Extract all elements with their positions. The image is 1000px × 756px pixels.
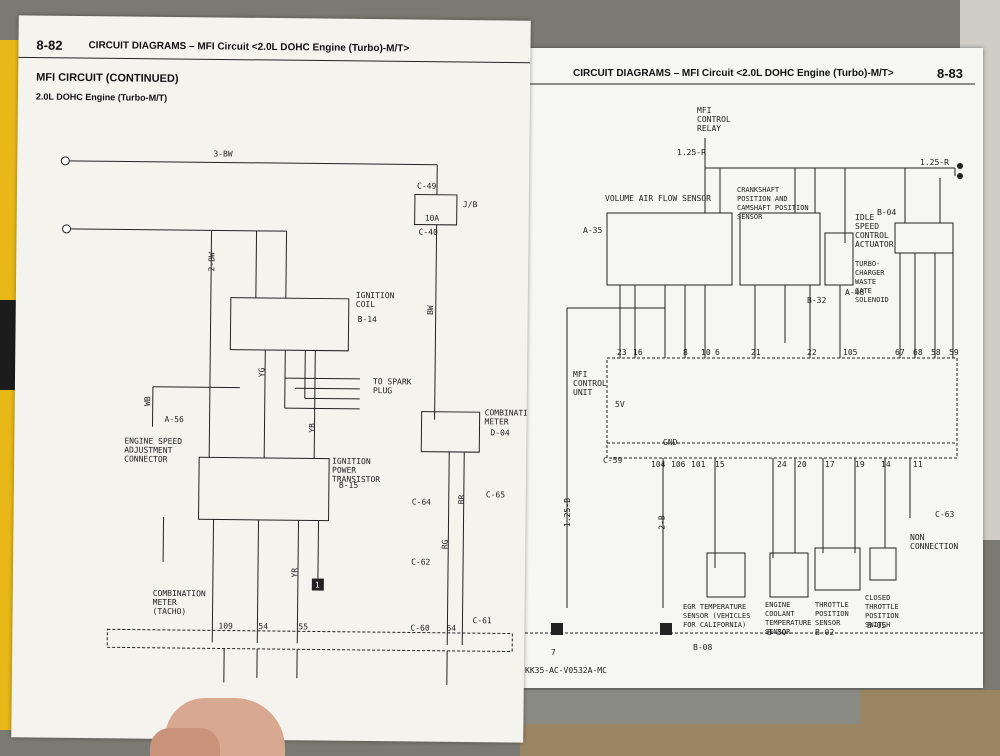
pin-label: 19 [855, 460, 865, 469]
pin-label: 109 [218, 621, 233, 631]
wire-label: 2-BW [207, 252, 217, 272]
pin-label: 11 [913, 460, 923, 469]
connector-a56: A-56 [164, 414, 184, 425]
connector-b05: B-05 [867, 621, 887, 630]
pin-label: 54 [258, 621, 269, 631]
pin-label: 24 [777, 460, 787, 469]
pin-label: 105 [843, 348, 858, 357]
hand-thumb [150, 728, 220, 756]
right-wiring-diagram [515, 83, 983, 635]
ground-ref-1: 1 [314, 580, 320, 590]
connector-c49: C-49 [416, 181, 437, 191]
pin-label: 22 [807, 348, 817, 357]
wire-label: BR [457, 494, 467, 505]
closed-throttle-switch-label: CLOSED THROTTLE POSITION SWITCH [865, 594, 899, 629]
volume-air-flow-label: VOLUME AIR FLOW SENSOR [605, 194, 711, 203]
pin-label: 6 [715, 348, 720, 357]
connector-b02: B-02 [815, 628, 835, 637]
to-spark-plug-label: TO SPARK PLUG [372, 377, 412, 396]
pin-label: 21 [751, 348, 761, 357]
right-page-header: CIRCUIT DIAGRAMS – MFI Circuit <2.0L DOH… [573, 68, 894, 79]
connector-d04: D-04 [490, 428, 510, 438]
right-manual-page: CIRCUIT DIAGRAMS – MFI Circuit <2.0L DOH… [515, 48, 983, 688]
connector-c63: C-63 [935, 510, 955, 519]
pin-label: 101 [691, 460, 706, 469]
connector-c64: C-64 [411, 497, 432, 507]
pin-label: 10 [701, 348, 711, 357]
crankshaft-sensor-label: CRANKSHAFT POSITION AND CAMSHAFT POSITIO… [737, 186, 809, 221]
pin-label: 68 [913, 348, 923, 357]
pin-label: 20 [797, 460, 807, 469]
drawing-code: KK35-AC-V0532A-MC [525, 666, 607, 675]
combination-meter-label: COMBINATION METER [484, 408, 531, 427]
left-wiring-diagram [18, 56, 531, 685]
pin-label: 16 [633, 348, 643, 357]
pin-label: 59 [949, 348, 959, 357]
connector-b08: B-08 [693, 643, 713, 652]
five-volt-label: 5V [615, 400, 625, 409]
pin-label: 14 [881, 460, 891, 469]
mfi-control-relay-label: MFI CONTROL RELAY [697, 106, 731, 133]
idle-speed-actuator-label: IDLE SPEED CONTROL ACTUATOR [855, 213, 894, 249]
wire-label: YG [257, 367, 267, 378]
connector-a48: A-48 [845, 288, 865, 297]
wire-label: WB [143, 396, 153, 407]
mfi-control-unit-label: MFI CONTROL UNIT [573, 370, 607, 397]
wire-label: YB [307, 423, 317, 433]
connector-b30: B-30 [767, 628, 787, 637]
throttle-sensor-label: THROTTLE POSITION SENSOR [815, 601, 849, 627]
right-page-number: 8-83 [937, 66, 964, 81]
connector-b04: B-04 [877, 208, 897, 217]
pin-label: 55 [298, 622, 309, 632]
connector-c60: C-60 [410, 623, 430, 633]
connector-c40: C-40 [418, 227, 438, 237]
pin-label: 58 [931, 348, 941, 357]
connector-b15: B-15 [338, 480, 359, 490]
wire-label: 1.25-R [677, 148, 706, 157]
pin-label: 8 [683, 348, 688, 357]
wire-label: 3-BW [213, 149, 233, 159]
fuse-label: 10A [424, 213, 440, 223]
non-connection-label: NON CONNECTION [910, 533, 959, 551]
pin-label: 23 [617, 348, 627, 357]
wire-label: YR [290, 567, 300, 578]
shelf-strip [520, 690, 860, 724]
engine-speed-connector-label: ENGINE SPEED ADJUSTMENT CONNECTOR [124, 436, 183, 464]
wire-label: RG [440, 539, 450, 550]
left-manual-page: 8-82 CIRCUIT DIAGRAMS – MFI Circuit <2.0… [11, 15, 531, 743]
connector-c61: C-61 [472, 616, 492, 626]
pin-label: 106 [671, 460, 686, 469]
junction-block-label: J/B [462, 199, 478, 210]
wire-label: 1.25-R [920, 158, 949, 167]
turbo-solenoid-label: TURBO-CHARGER WASTE GATE SOLENOID [855, 260, 889, 304]
combination-meter-tacho-label: COMBINATION METER (TACHO) [152, 588, 206, 617]
connector-c65: C-65 [485, 490, 506, 500]
wire-label: 2-B [657, 515, 667, 530]
connector-b14: B-14 [357, 314, 377, 325]
ignition-coil-label: IGNITION COIL [355, 290, 395, 310]
ground-ref-7: 7 [551, 648, 556, 657]
pin-label: 64 [446, 623, 457, 633]
pin-label: 17 [825, 460, 835, 469]
egr-sensor-label: EGR TEMPERATURE SENSOR (VEHICLES FOR CAL… [683, 603, 751, 629]
pin-label: 15 [715, 460, 725, 469]
pin-label: 104 [651, 460, 666, 469]
wire-label: 1.25-B [562, 498, 572, 527]
connector-c59: C-59 [603, 456, 623, 465]
ground-label: GND [663, 438, 678, 447]
connector-c62: C-62 [411, 557, 431, 567]
coolant-sensor-label: ENGINE COOLANT TEMPERATURE SENSOR [765, 601, 812, 636]
wire-label: BW [425, 305, 436, 316]
connector-a35: A-35 [583, 226, 603, 235]
connector-b32: B-32 [807, 296, 827, 305]
pin-label: 67 [895, 348, 905, 357]
